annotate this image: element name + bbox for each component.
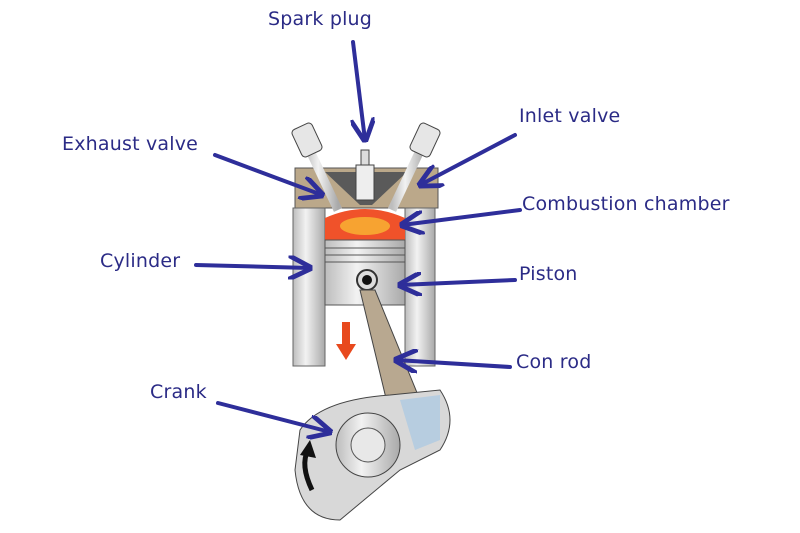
- combustion-chamber-pointer: [402, 208, 522, 225]
- label-combustion-chamber: Combustion chamber: [522, 193, 730, 215]
- label-exhaust-valve: Exhaust valve: [62, 133, 199, 155]
- label-inlet-valve: Inlet valve: [519, 105, 621, 127]
- label-spark-plug: Spark plug: [268, 8, 373, 30]
- con-rod-pointer: [396, 360, 512, 367]
- label-cylinder: Cylinder: [100, 250, 181, 272]
- crank-pointer: [216, 401, 330, 432]
- spark-plug-pointer: [353, 40, 365, 140]
- inlet-valve-shape: [387, 122, 441, 212]
- label-con-rod: Con rod: [516, 351, 592, 373]
- label-crank: Crank: [150, 381, 207, 403]
- label-piston: Piston: [519, 263, 578, 285]
- exhaust-valve-shape: [291, 122, 343, 212]
- combustion-chamber-shape: [325, 209, 405, 240]
- cylinder-pointer: [194, 265, 310, 268]
- piston-pointer: [400, 280, 517, 285]
- inlet-valve-pointer: [420, 133, 517, 185]
- piston-shape: [324, 239, 406, 306]
- crank-shape: [294, 389, 451, 521]
- down-motion-arrow-icon: [336, 322, 356, 360]
- exhaust-valve-pointer: [213, 153, 322, 195]
- spark-plug-shape: [355, 149, 375, 201]
